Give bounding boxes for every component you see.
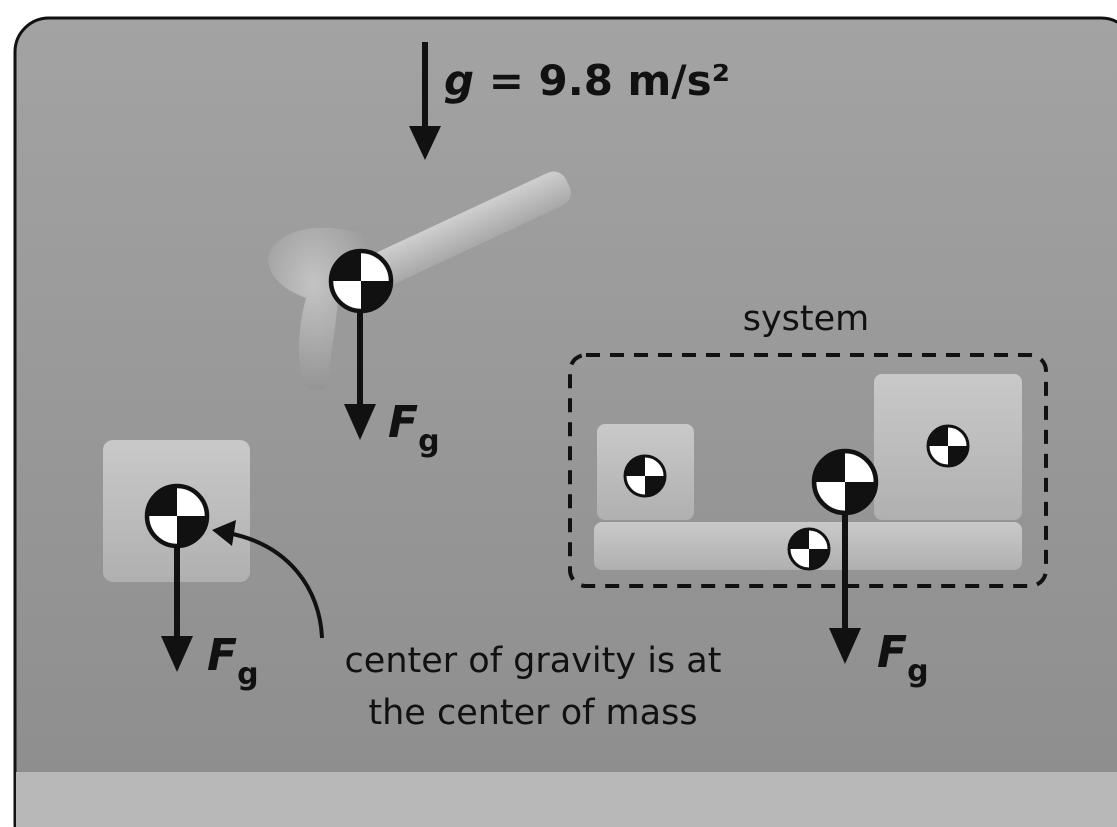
annotation-line-1: center of gravity is at xyxy=(345,641,722,681)
hammer-force-arrow: Fg xyxy=(344,312,440,459)
gravity-symbol: g xyxy=(444,56,474,105)
diagram-panel xyxy=(13,16,1117,827)
block-force-arrow: Fg xyxy=(161,545,259,692)
force-label-sub: g xyxy=(418,424,439,459)
center-of-mass-icon xyxy=(147,486,207,546)
svg-text:Fg: Fg xyxy=(207,630,259,692)
center-of-mass-icon xyxy=(814,451,876,513)
system-force-arrow: Fg xyxy=(829,512,929,689)
annotation-arrow xyxy=(212,520,324,639)
gravity-label: g = 9.8 m/s² xyxy=(444,56,730,105)
svg-text:Fg: Fg xyxy=(388,397,440,459)
floor-strip xyxy=(16,772,1117,827)
gravity-value: 9.8 m/s² xyxy=(539,56,731,105)
annotation-line-2: the center of mass xyxy=(368,693,697,733)
dashed-system-boundary xyxy=(568,353,1048,588)
center-of-mass-icon xyxy=(623,454,667,498)
force-label-main: F xyxy=(388,397,418,448)
down-arrow-head xyxy=(409,126,441,160)
svg-text:Fg: Fg xyxy=(877,627,929,689)
center-of-mass-icon xyxy=(787,527,831,571)
center-of-mass-icon xyxy=(926,424,970,468)
gravity-equals: = xyxy=(474,56,538,105)
gravity-indicator: g = 9.8 m/s² xyxy=(409,42,730,160)
system-label: system xyxy=(743,299,870,339)
center-of-mass-icon xyxy=(331,251,391,311)
